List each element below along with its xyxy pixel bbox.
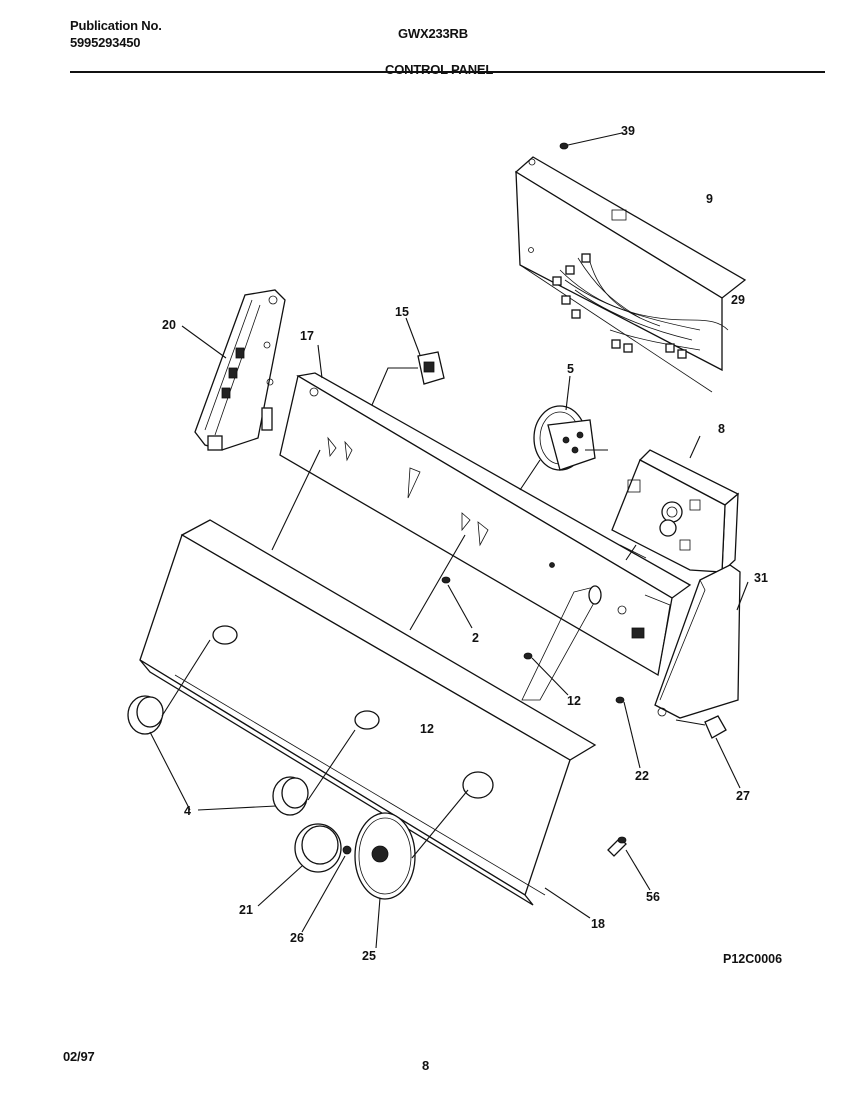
end-bracket-part-20 — [181, 289, 286, 451]
console-panel-part-17 — [279, 344, 692, 677]
screw-part-12-upper — [521, 585, 602, 701]
callout-2: 2 — [472, 631, 479, 645]
callout-22: 22 — [635, 769, 649, 783]
switch-part-15 — [371, 317, 445, 406]
callout-31: 31 — [754, 571, 768, 585]
callout-26: 26 — [290, 931, 304, 945]
rear-cover-part-9 — [514, 156, 747, 393]
callout-56: 56 — [646, 890, 660, 904]
selector-switch-part-5 — [519, 375, 608, 491]
callout-17: 17 — [300, 329, 314, 343]
callout-18: 18 — [591, 917, 605, 931]
part-27 — [675, 715, 741, 789]
header-rule — [70, 71, 825, 73]
figure-code: P12C0006 — [723, 952, 782, 966]
publication-label: Publication No. — [70, 18, 162, 33]
callout-9: 9 — [706, 192, 713, 206]
knob-part-21 — [257, 823, 342, 907]
control-panel-front-part-18 — [139, 449, 597, 919]
callout-29: 29 — [731, 293, 745, 307]
end-cap-part-31 — [654, 564, 749, 719]
screw-part-22 — [615, 696, 641, 769]
callout-39: 39 — [621, 124, 635, 138]
callout-8: 8 — [718, 422, 725, 436]
callout-25: 25 — [362, 949, 376, 963]
section-title: CONTROL PANEL — [385, 62, 494, 77]
timer-part-8 — [611, 435, 740, 574]
publication-number: 5995293450 — [70, 35, 141, 50]
model-number: GWX233RB — [398, 26, 468, 41]
callout-12-lower: 12 — [420, 722, 434, 736]
footer-date: 02/97 — [63, 1049, 95, 1064]
knob-part-4-right — [197, 729, 356, 816]
wire-harness-part-29 — [552, 253, 729, 359]
page-number: 8 — [422, 1058, 430, 1073]
callout-21: 21 — [239, 903, 253, 917]
callout-15: 15 — [395, 305, 409, 319]
clip-part-2 — [441, 576, 473, 629]
callout-12-upper: 12 — [567, 694, 581, 708]
callout-4: 4 — [184, 804, 191, 818]
callout-5: 5 — [567, 362, 574, 376]
spring-part-26 — [301, 845, 352, 933]
screw-part-56 — [607, 836, 651, 891]
knob-part-4-left — [127, 639, 211, 811]
screw-part-39 — [559, 132, 623, 150]
callout-27: 27 — [736, 789, 750, 803]
dial-part-25 — [354, 789, 469, 949]
callout-20: 20 — [162, 318, 176, 332]
